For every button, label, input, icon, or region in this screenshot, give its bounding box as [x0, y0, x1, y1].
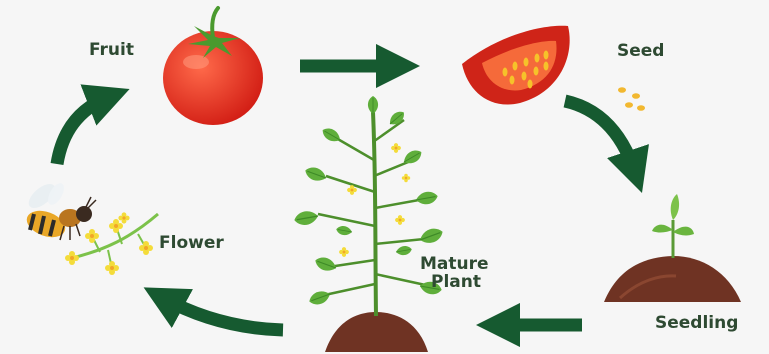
- label-mature-plant-line2: Plant: [431, 272, 481, 292]
- tomato-fruit-icon: [163, 8, 263, 125]
- loose-seeds-icon: [618, 87, 645, 111]
- label-mature-plant-line1: Mature: [420, 254, 489, 274]
- arrow-mature-plant-to-flower: [163, 298, 283, 330]
- label-seed: Seed: [617, 41, 664, 61]
- label-fruit: Fruit: [89, 40, 134, 60]
- label-seedling: Seedling: [655, 313, 738, 333]
- mature-tomato-plant-icon: [293, 96, 445, 352]
- bee-icon: [23, 180, 96, 243]
- arrow-seed-to-seedling: [565, 101, 635, 172]
- label-flower: Flower: [159, 233, 224, 253]
- arrow-flower-to-fruit: [57, 97, 109, 164]
- sliced-tomato-icon: [462, 26, 570, 105]
- seedling-sprout-icon: [604, 194, 741, 302]
